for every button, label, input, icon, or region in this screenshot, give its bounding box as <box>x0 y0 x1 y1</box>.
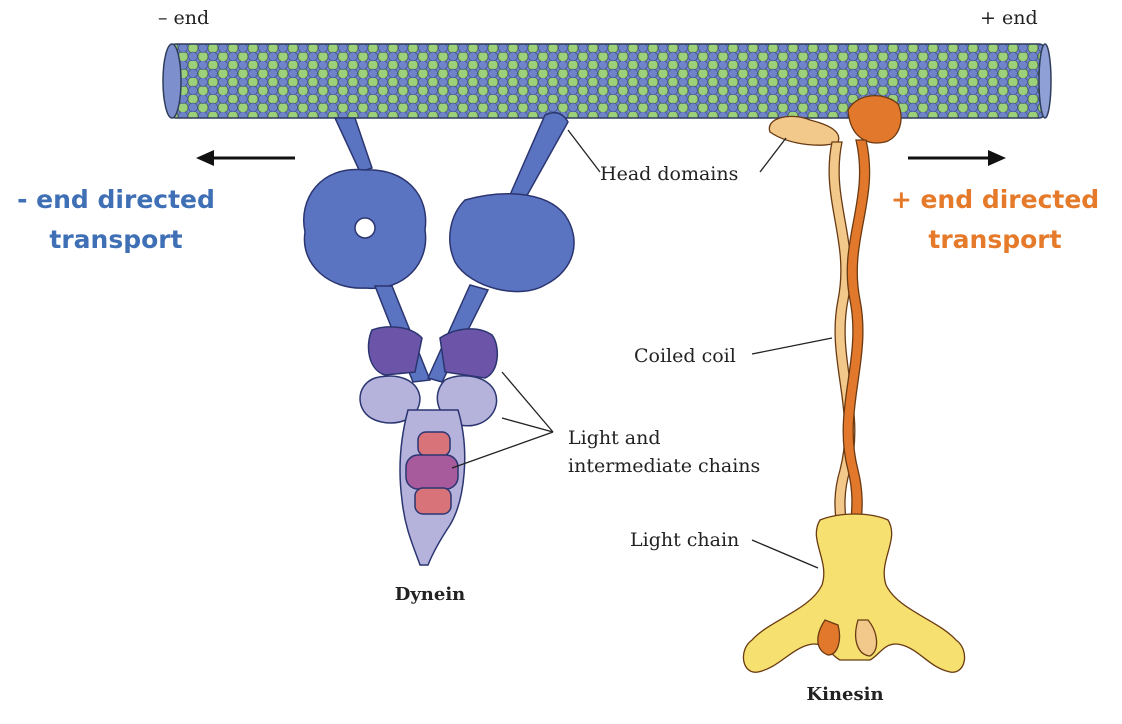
head-domains-leader-kinesin <box>759 137 787 173</box>
microtubule <box>162 43 1052 119</box>
dynein-magenta-chain <box>405 454 459 490</box>
dynein-label: Dynein <box>395 584 466 605</box>
light-intermediate-leader-1 <box>501 371 554 433</box>
coiled-coil-leader <box>751 337 833 355</box>
dynein-head-right <box>449 193 575 293</box>
plus-direction-arrow <box>908 150 1006 166</box>
kinesin-coil-light <box>828 141 856 561</box>
kinesin-head-orange <box>847 94 902 144</box>
minus-end-label: – end <box>158 7 209 29</box>
kinesin-tail-light-right <box>855 619 878 657</box>
kinesin-coil-orange <box>842 139 871 561</box>
head-domains-label: Head domains <box>600 163 738 185</box>
dynein-intermediate-chain <box>367 326 499 379</box>
kinesin-head-light <box>768 115 840 146</box>
kinesin-light-chain <box>742 513 966 673</box>
minus-transport-label-line2: transport <box>49 225 182 254</box>
light-chain-leader <box>751 539 819 569</box>
light-chain-label: Light chain <box>630 529 739 551</box>
dynein-stalk-right <box>504 111 569 209</box>
plus-end-label: + end <box>980 7 1038 29</box>
light-intermediate-leader-2 <box>501 417 554 433</box>
plus-transport-label-line2: transport <box>928 225 1061 254</box>
kinesin-tail-orange-left <box>817 619 841 656</box>
dynein-stalk-left <box>333 117 373 173</box>
light-intermediate-label-line1: Light and <box>568 427 661 449</box>
dynein-light-chain-left <box>359 375 421 424</box>
light-intermediate-label-line2: intermediate chains <box>568 455 760 477</box>
minus-direction-arrow <box>196 150 295 166</box>
coiled-coil-label: Coiled coil <box>634 345 736 367</box>
kinesin-motor <box>742 94 966 673</box>
light-intermediate-leader-3 <box>451 431 554 469</box>
plus-transport-label-line1: + end directed <box>891 185 1099 214</box>
minus-transport-label-line1: - end directed <box>17 185 215 214</box>
kinesin-label: Kinesin <box>806 684 883 705</box>
dynein-motor <box>303 111 575 566</box>
head-domains-leader-dynein <box>567 129 601 173</box>
